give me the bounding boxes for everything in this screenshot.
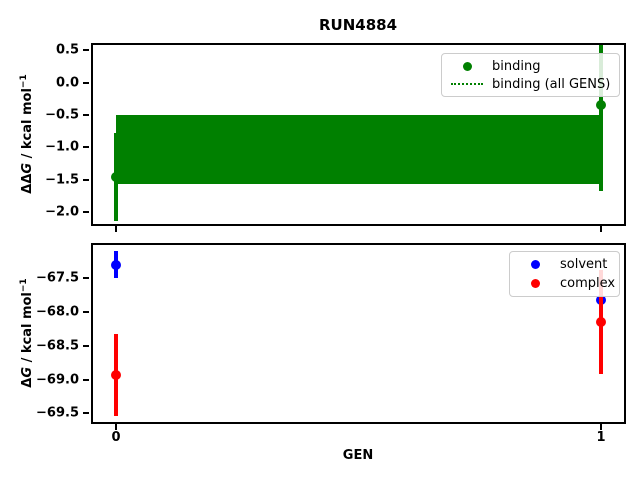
complex-marker-icon — [518, 279, 552, 288]
y-tick-label: −69.5 — [36, 405, 79, 421]
x-tick-label: 0 — [111, 430, 121, 445]
legend-label: solvent — [560, 257, 608, 272]
binding-point-gen1 — [596, 100, 606, 111]
bottom-y-axis-label: ΔG / kcal mol−1 — [18, 278, 36, 388]
binding-point-gen0 — [111, 172, 121, 183]
y-tick-label: 0.5 — [55, 42, 79, 58]
y-tick-mark — [83, 49, 89, 52]
dotted-line-icon — [450, 83, 484, 85]
y-tick-mark — [83, 311, 89, 314]
complex-point-gen1 — [596, 317, 606, 328]
y-tick-label: −2.0 — [45, 204, 79, 220]
confidence-band — [116, 114, 601, 185]
legend-entry-solvent: solvent — [518, 255, 611, 274]
y-tick-label: −0.5 — [45, 107, 79, 123]
legend-entry-binding: binding — [450, 57, 611, 75]
x-tick-mark — [115, 424, 117, 430]
figure-title: RUN4884 — [318, 16, 398, 34]
x-tick-mark — [600, 424, 602, 430]
solvent-marker-icon — [518, 260, 552, 269]
bottom-legend: solvent complex — [509, 251, 620, 297]
top-legend: binding binding (all GENS) — [441, 53, 620, 97]
y-tick-mark — [83, 146, 89, 149]
x-tick-label: 1 — [596, 430, 606, 445]
y-tick-mark — [83, 210, 89, 213]
y-tick-label: −69.0 — [36, 372, 79, 388]
x-axis-label: GEN — [342, 448, 374, 463]
x-tick-mark — [600, 226, 602, 232]
y-tick-mark — [83, 113, 89, 116]
top-y-axis-label: ΔΔG / kcal mol−1 — [18, 74, 36, 194]
y-tick-mark — [83, 344, 89, 347]
legend-label: binding — [492, 58, 541, 74]
solvent-point-gen0 — [111, 259, 121, 270]
y-tick-mark — [83, 277, 89, 280]
binding-marker-icon — [450, 61, 484, 71]
complex-point-gen0 — [111, 369, 121, 380]
legend-label: complex — [560, 276, 616, 291]
bottom-subplot: −67.5 −68.0 −68.5 −69.0 −69.5 solvent comple… — [36, 243, 626, 430]
y-tick-label: −67.5 — [36, 270, 79, 286]
x-tick-mark — [115, 226, 117, 232]
y-tick-mark — [83, 178, 89, 181]
binding-errorbar-gen1 — [599, 45, 603, 192]
legend-label: binding (all GENS) — [492, 76, 611, 92]
y-tick-label: 0.0 — [55, 75, 79, 91]
legend-entry-complex: complex — [518, 274, 615, 293]
y-tick-mark — [83, 81, 89, 84]
legend-entry-binding-all-gens: binding (all GENS) — [450, 75, 611, 93]
y-tick-label: −68.0 — [36, 304, 79, 320]
y-tick-label: −1.0 — [45, 139, 79, 155]
y-tick-mark — [83, 378, 89, 381]
y-tick-label: −68.5 — [36, 338, 79, 354]
y-tick-mark — [83, 412, 89, 415]
y-tick-label: −1.5 — [45, 172, 79, 188]
top-subplot: 0.5 0.0 −0.5 −1.0 −1.5 −2.0 binding binding (… — [45, 43, 626, 232]
